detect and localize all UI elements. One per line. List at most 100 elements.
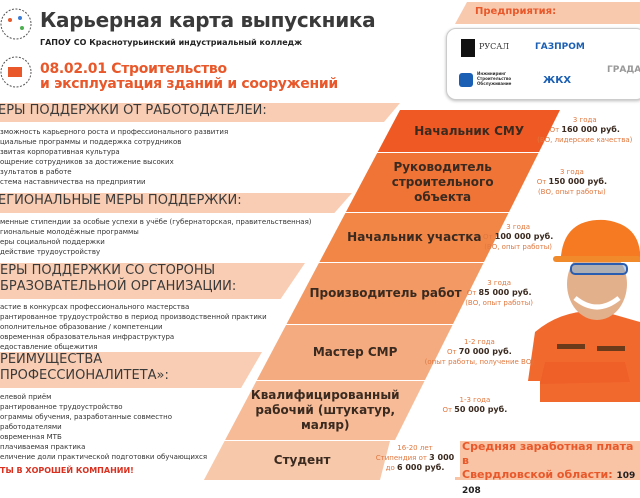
engineering-logo-icon: [459, 73, 473, 87]
years: 3 года: [506, 222, 531, 231]
list-item: зультатов в работе: [0, 168, 72, 176]
years: 1-3 года: [459, 395, 491, 404]
career-position: Квалифицированный рабочий (штукатур, мал…: [225, 381, 425, 440]
list-item: овременная МТБ: [0, 433, 62, 441]
section-college-header: ЕРЫ ПОДДЕРЖКИ СО СТОРОНЫ БРАЗОВАТЕЛЬНОЙ …: [0, 263, 305, 299]
requirements: (ВО, опыт работы): [484, 242, 553, 251]
worker-image: [525, 219, 640, 402]
requirements: (опыт работы, получение ВО): [424, 357, 535, 366]
years: 3 года: [559, 167, 584, 176]
years: 3 года: [572, 116, 597, 124]
position-title: Начальник участка: [347, 230, 482, 244]
list-item: елевой приём: [0, 393, 52, 401]
from-label: От: [536, 177, 547, 186]
career-step: Руководитель строительного объекта 3 года…: [0, 153, 640, 212]
specialty-line-2: и эксплуатация зданий и сооружений: [40, 76, 338, 92]
section-professionalitet-list: елевой приём рантированное трудоустройст…: [0, 392, 207, 462]
years: 16-20 лет: [397, 444, 433, 452]
specialty: 08.02.01 Строительство и эксплуатация зд…: [40, 62, 338, 92]
list-item: астие в конкурсах профессионального маст…: [0, 303, 190, 311]
requirements: (ВО, опыт работы): [465, 298, 534, 307]
from-label: От: [446, 347, 457, 356]
salary: 85 000 руб.: [478, 287, 532, 297]
career-position: Начальник участка: [319, 213, 509, 262]
list-item: еличение доли практической подготовки об…: [0, 453, 208, 461]
list-item: ограммы обучения, разработанные совместн…: [0, 413, 172, 421]
career-position: Начальник СМУ: [377, 110, 560, 152]
salary-max: 6 000 руб.: [396, 463, 445, 472]
from-label: От: [442, 405, 453, 414]
list-item: рантированное трудоустройство: [0, 403, 123, 411]
average-salary: Средняя заработная плата в Свердловской …: [462, 440, 640, 498]
section-title-line2: ПРОФЕССИОНАЛИТЕТА»:: [0, 368, 169, 383]
list-item: действие трудоустройству: [0, 248, 101, 256]
from-label: Стипендия от: [375, 454, 427, 462]
list-item: работодателями: [0, 423, 62, 431]
position-title: Квалифицированный рабочий (штукатур, мал…: [250, 388, 400, 432]
section-college-list: астие в конкурсах профессионального маст…: [0, 302, 267, 352]
college-name: ГАПОУ СО Краснотурьинский индустриальный…: [40, 38, 303, 47]
rusal-logo-icon: [461, 39, 475, 57]
position-title: Производитель работ: [309, 286, 462, 300]
section-title-line2: БРАЗОВАТЕЛЬНОЙ ОРГАНИЗАЦИИ:: [0, 279, 237, 294]
list-item: циальные программы и поддержка сотрудник…: [0, 138, 182, 146]
career-position: Производитель работ: [286, 263, 484, 324]
rusal-logo: РУСАЛ: [479, 42, 510, 51]
to-label: до: [385, 464, 395, 472]
position-title: Студент: [273, 453, 331, 467]
section-title: ЕГИОНАЛЬНЫЕ МЕРЫ ПОДДЕРЖКИ:: [0, 193, 242, 208]
average-salary-region: Свердловской области:: [462, 468, 613, 481]
career-step: Квалифицированный рабочий (штукатур, мал…: [0, 381, 640, 440]
salary: 100 000 руб.: [494, 231, 554, 241]
from-label: От: [482, 232, 493, 241]
zhkh-logo: ЖКХ: [543, 75, 572, 86]
section-employers-header: ЕРЫ ПОДДЕРЖКИ ОТ РАБОТОДАТЕЛЕЙ:: [0, 103, 400, 122]
salary: 50 000 руб.: [454, 404, 508, 414]
average-salary-label: Средняя заработная плата в: [462, 440, 634, 467]
list-item: едоставление общежития: [0, 343, 98, 351]
gazprom-logo: ГАЗПРОМ: [535, 42, 585, 52]
list-item: стема наставничества на предприятии: [0, 178, 146, 186]
enterprises-tab: Предприятия:: [455, 2, 640, 24]
years: 1-2 года: [464, 337, 495, 346]
final-slogan: ТЫ В ХОРОШЕЙ КОМПАНИИ!: [0, 466, 134, 475]
salary: 160 000 руб.: [561, 125, 620, 134]
salary: 150 000 руб.: [548, 176, 608, 186]
enterprises-label: Предприятия:: [475, 6, 557, 17]
salary: 3 000: [429, 453, 455, 462]
enterprise-logos: РУСАЛ ГАЗПРОМ Инжиниринг Строительство О…: [446, 28, 640, 100]
position-title: Начальник СМУ: [414, 123, 525, 138]
page-title: Карьерная карта выпускника: [40, 8, 376, 32]
section-title: ЕРЫ ПОДДЕРЖКИ ОТ РАБОТОДАТЕЛЕЙ:: [0, 103, 267, 118]
engineering-logo: Инжиниринг Строительство Обслуживание: [477, 71, 512, 86]
average-salary-box: [455, 441, 640, 480]
list-item: рантированное трудоустройство в период п…: [0, 313, 267, 321]
section-title: ЕРЫ ПОДДЕРЖКИ СО СТОРОНЫ: [0, 263, 216, 278]
position-title: Руководитель строительного объекта: [391, 160, 494, 204]
list-item: ополнительное образование / компетенции: [0, 323, 163, 331]
list-item: звитая корпоративная культура: [0, 148, 120, 156]
section-employers-list: зможность карьерного роста и профессиона…: [0, 127, 228, 187]
list-item: еры социальной поддержки: [0, 238, 105, 246]
career-position: Мастер СМР: [256, 325, 453, 380]
gradar-logo: ГРАДАР: [607, 65, 640, 75]
section-regional-header: ЕГИОНАЛЬНЫЕ МЕРЫ ПОДДЕРЖКИ:: [0, 193, 352, 213]
section-professionalitet-header: РЕИМУЩЕСТВА ПРОФЕССИОНАЛИТЕТА»:: [0, 352, 262, 388]
list-item: зможность карьерного роста и профессиона…: [0, 128, 229, 136]
from-label: От: [549, 126, 560, 134]
career-position: Руководитель строительного объекта: [345, 153, 539, 212]
requirements: (ВО, опыт работы): [537, 187, 606, 196]
list-item: овременная образовательная инфраструктур…: [0, 333, 175, 341]
college-logos: [0, 8, 32, 88]
